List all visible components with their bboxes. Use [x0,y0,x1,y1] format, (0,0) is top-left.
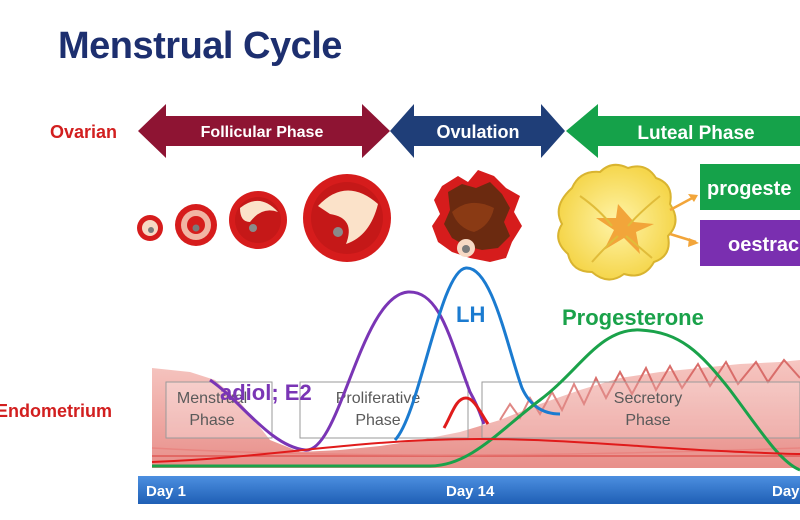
baseline-red-curve [151,437,800,463]
oestradiol-box-label: oestrac [728,234,799,256]
endometrium-band [151,358,800,468]
day-1-label: Day 1 [146,483,186,500]
lh-curve [393,266,561,442]
progesterone-curve [152,328,800,472]
follicle-primary [137,215,163,241]
secretory-phase-line1: Secretory [614,390,682,407]
oestradiol-box: oestrac [700,220,800,266]
follicle-graafian [303,174,391,262]
proliferative-phase-box: Proliferative Phase [299,381,469,439]
endometrium-label: Endometrium [0,401,112,421]
follicular-phase-arrow: Follicular Phase [138,104,390,158]
proliferative-phase-line2: Phase [355,412,400,429]
day-end-label: Day [772,483,800,500]
corpus-luteum [557,163,677,281]
follicle-antral [229,191,287,249]
lh-curve-label: LH [456,302,485,327]
proliferative-phase-line1: Proliferative [336,390,421,407]
progesterone-box: progeste [700,164,800,210]
ovulation-arrow: Ovulation [390,104,565,158]
day-14-label: Day 14 [446,483,495,500]
luteal-phase-arrow: Luteal Phase [566,104,800,158]
estradiol-curve-label: adiol; E2 [220,380,312,405]
follicular-phase-label: Follicular Phase [201,124,324,141]
follicle-secondary [175,204,217,246]
menstrual-phase-box: Menstrual Phase [165,381,273,439]
progesterone-box-label: progeste [707,178,791,200]
ruptured-follicle [432,170,522,262]
menstrual-phase-line2: Phase [189,412,234,429]
ovarian-label: Ovarian [50,122,117,142]
secretory-phase-line2: Phase [625,412,670,429]
day-bar: Day 1 Day 14 Day [138,476,800,504]
diagram-title: Menstrual Cycle [58,25,342,67]
estradiol-curve [209,290,486,452]
progesterone-curve-label: Progesterone [562,305,704,330]
small-red-curve [442,396,490,429]
secretory-phase-box: Secretory Phase [481,381,800,439]
luteal-phase-label: Luteal Phase [637,123,754,144]
secretion-arrows [669,194,699,247]
ovulation-label: Ovulation [436,122,519,142]
